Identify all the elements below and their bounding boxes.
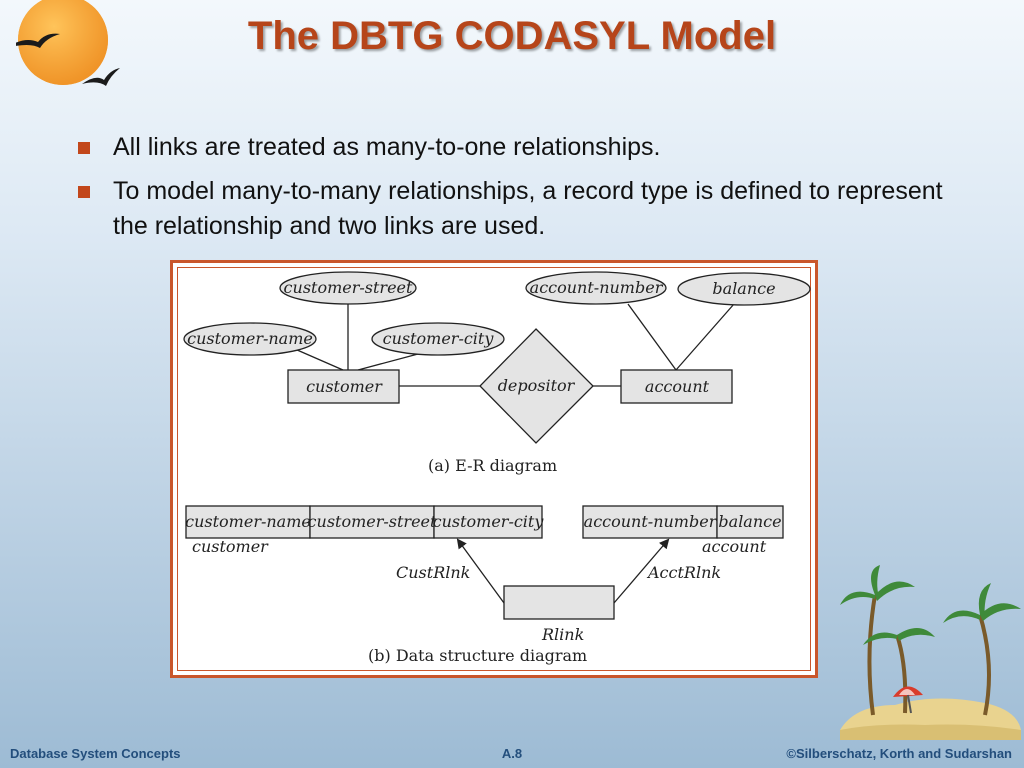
entity-customer: [287, 369, 400, 404]
record-label-account: account: [702, 537, 767, 556]
field-label: balance: [718, 512, 781, 531]
attr-label: customer-street: [284, 278, 413, 297]
record-label-rlink: Rlink: [541, 625, 584, 644]
diagram-canvas: customer-street customer-name customer-c…: [177, 267, 811, 671]
record-account: account-number balance: [582, 505, 784, 539]
link-label-custrlnk: CustRlnk: [396, 563, 470, 582]
link-acctrlnk: [613, 538, 670, 604]
attribute-customer-city: [371, 322, 505, 356]
field-label: customer-city: [433, 512, 545, 531]
field-label: customer-name: [185, 512, 311, 531]
square-bullet-icon: [78, 186, 90, 198]
relationship-label: depositor: [498, 376, 576, 395]
attr-label: account-number: [530, 278, 664, 297]
diagram-figure: customer-street customer-name customer-c…: [170, 260, 818, 678]
bullet-list: All links are treated as many-to-one rel…: [76, 130, 976, 253]
link-custrlnk: [456, 538, 505, 604]
field-label: customer-street: [308, 512, 437, 531]
attribute-customer-name: [183, 322, 317, 356]
footer-copyright: ©Silberschatz, Korth and Sudarshan: [786, 746, 1012, 761]
attribute-balance: [677, 272, 811, 306]
relationship-depositor: [479, 328, 594, 444]
record-label-customer: customer: [192, 537, 269, 556]
footer-slide-number: A.8: [501, 746, 523, 761]
palm-island-icon: [840, 565, 1021, 740]
attr-label: balance: [712, 279, 775, 298]
attribute-customer-street: [279, 271, 417, 305]
link-label-acctrlnk: AcctRlnk: [646, 563, 721, 582]
footer-course: Database System Concepts: [10, 746, 181, 761]
bullet-item: All links are treated as many-to-one rel…: [76, 130, 976, 165]
slide-title: The DBTG CODASYL Model: [247, 14, 777, 58]
square-bullet-icon: [78, 142, 90, 154]
record-rlink: [503, 585, 615, 620]
entity-account: [620, 369, 733, 404]
attr-label: customer-name: [187, 329, 313, 348]
ds-caption: (b) Data structure diagram: [368, 646, 587, 665]
entity-label: customer: [306, 377, 383, 396]
field-label: account-number: [584, 512, 718, 531]
er-caption: (a) E-R diagram: [428, 456, 557, 475]
sun-birds-icon: [16, 0, 120, 86]
entity-label: account: [645, 377, 710, 396]
attribute-account-number: [525, 271, 667, 305]
bullet-item: To model many-to-many relationships, a r…: [76, 174, 976, 244]
record-customer: customer-name customer-street customer-c…: [185, 505, 545, 539]
attr-label: customer-city: [383, 329, 495, 348]
diagram-svg: customer-street customer-name customer-c…: [183, 271, 811, 665]
